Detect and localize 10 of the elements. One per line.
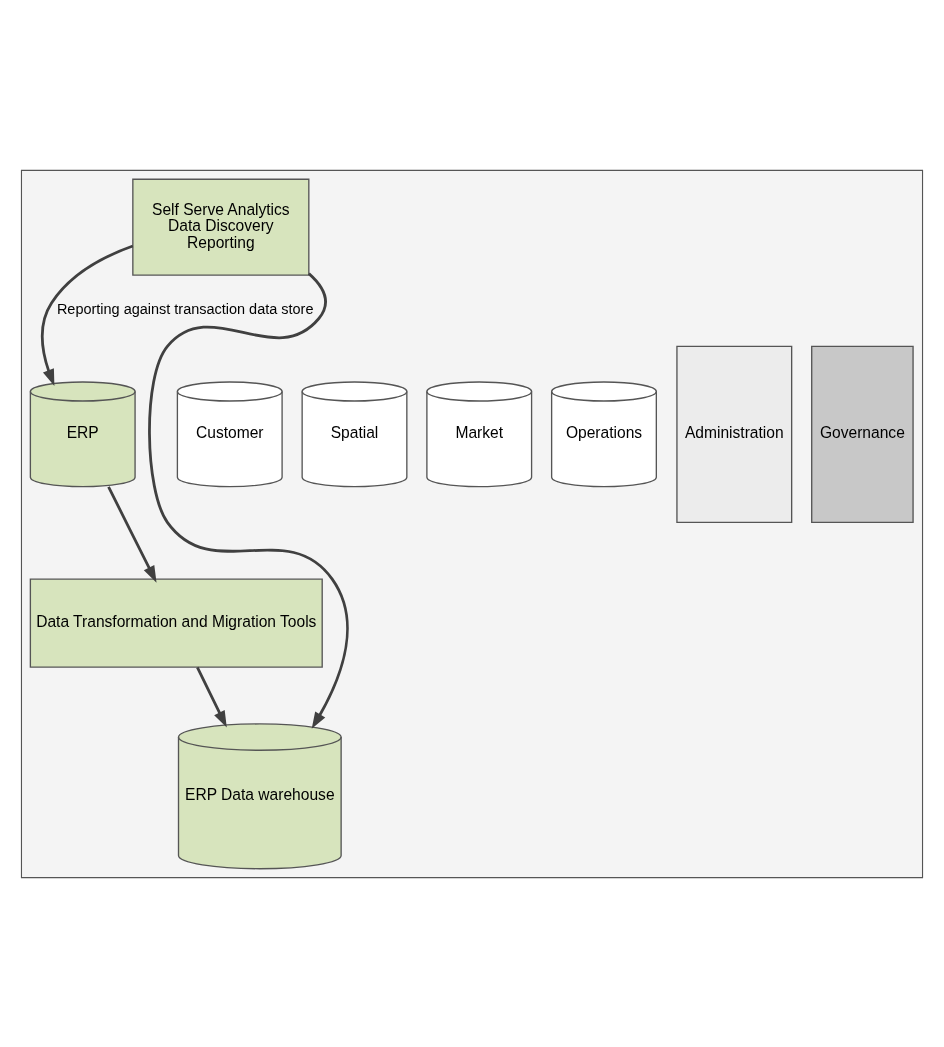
cluster — [20, 169, 924, 878]
node-box: Self Serve Analytics Data Discovery Reporting — [132, 178, 310, 276]
node-box: Administration — [676, 345, 793, 523]
arrow — [148, 272, 349, 729]
node-box: Data Transformation and Migration Tools — [29, 577, 323, 668]
node-box: Governance — [811, 345, 914, 523]
arrow — [196, 666, 227, 728]
edge-label: Reporting against transaction data store — [56, 300, 314, 317]
arrow — [40, 244, 134, 386]
arrow — [107, 485, 157, 583]
